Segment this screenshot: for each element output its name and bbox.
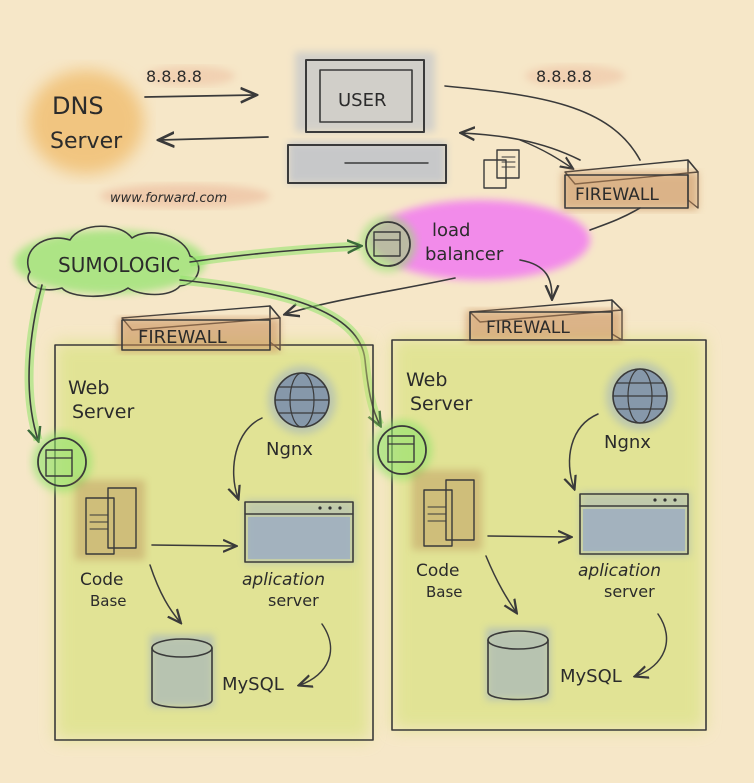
firewall-top-label: FIREWALL <box>575 185 659 205</box>
log-agent-icon <box>45 449 73 477</box>
globe-icon <box>268 366 336 434</box>
firewall-left: FIREWALL <box>118 305 281 352</box>
code-label-right-2: Base <box>426 583 463 601</box>
code-label-left-1: Code <box>80 570 124 590</box>
user-label: USER <box>338 90 386 111</box>
sumologic: SUMOLOGIC <box>14 225 206 298</box>
firewall-right: FIREWALL <box>466 299 623 342</box>
dns-label-line2: Server <box>50 129 123 154</box>
web-server-right-title1: Web <box>406 369 447 391</box>
dns-server: DNS Server <box>28 70 144 174</box>
web-server-right: Web Server Ngnx Code Base <box>372 362 690 701</box>
code-label-left-2: Base <box>90 592 127 610</box>
dns-label-line1: DNS <box>52 92 104 120</box>
firewall-to-user-arrow <box>462 133 581 161</box>
user-computer: USER <box>287 52 447 184</box>
firewall-top: FIREWALL <box>562 159 699 210</box>
lb-to-left-firewall-arrow <box>286 277 456 314</box>
app-label-left-1: aplication <box>242 570 325 590</box>
web-server-right-title2: Server <box>410 393 472 415</box>
log-agent-icon <box>373 231 401 257</box>
application-server-icon <box>244 500 355 564</box>
code-label-right-1: Code <box>416 561 460 581</box>
sumologic-to-left-agent-arrow <box>29 284 43 440</box>
mysql-label-right: MySQL <box>560 666 622 687</box>
lb-label-line2: balancer <box>425 244 504 265</box>
code-base-icon <box>412 470 482 550</box>
dns-response-arrow <box>160 137 269 140</box>
domain-name: www.forward.com <box>110 191 227 206</box>
sumologic-to-right-agent-arrow <box>179 279 380 425</box>
code-base-icon <box>75 480 145 560</box>
globe-icon <box>606 362 674 430</box>
lb-label-line1: load <box>432 220 470 241</box>
mysql-label-left: MySQL <box>222 674 284 695</box>
nginx-label-left: Ngnx <box>266 439 313 460</box>
log-agent-icon <box>387 435 415 463</box>
dns-request-arrow <box>144 95 255 97</box>
dns-query-ip: 8.8.8.8 <box>146 67 202 86</box>
firewall-right-label: FIREWALL <box>486 318 570 338</box>
nginx-label-right: Ngnx <box>604 432 651 453</box>
application-server-icon <box>579 492 690 556</box>
app-label-right-2: server <box>604 582 655 601</box>
web-server-left-title2: Server <box>72 401 134 423</box>
app-label-right-1: aplication <box>578 561 661 581</box>
user-ip: 8.8.8.8 <box>536 67 592 86</box>
sumologic-to-lb-arrow <box>189 246 360 263</box>
app-label-left-2: server <box>268 591 319 610</box>
user-to-firewall-line <box>444 85 641 161</box>
database-icon <box>486 628 550 701</box>
sumologic-label: SUMOLOGIC <box>58 253 180 277</box>
database-icon <box>150 635 214 709</box>
document-icon <box>483 149 520 189</box>
lb-to-right-firewall-arrow <box>519 259 552 298</box>
firewall-left-label: FIREWALL <box>138 327 227 348</box>
web-server-left: Web Server Ngnx Code Base <box>32 366 355 709</box>
web-server-left-title1: Web <box>68 377 109 399</box>
load-balancer: load balancer <box>360 200 590 280</box>
